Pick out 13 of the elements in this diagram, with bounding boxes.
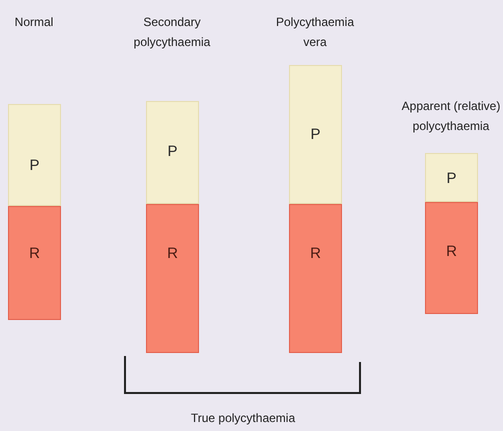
column-heading: Apparent (relative) polycythaemia	[400, 98, 502, 135]
column-heading: Normal	[14, 14, 54, 31]
bar-segment: P	[425, 153, 478, 202]
bar-segment: P	[146, 101, 199, 204]
bar-segment: R	[8, 206, 61, 320]
bar-segment: R	[425, 202, 478, 314]
bar-segment: R	[289, 204, 342, 353]
column-heading: Polycythaemia vera	[274, 14, 356, 51]
bracket-label: True polycythaemia	[190, 410, 296, 427]
bar-segment: R	[146, 204, 199, 353]
bar-segment: P	[8, 104, 61, 206]
column-heading: Secondary polycythaemia	[132, 14, 212, 51]
bar-segment: P	[289, 65, 342, 204]
